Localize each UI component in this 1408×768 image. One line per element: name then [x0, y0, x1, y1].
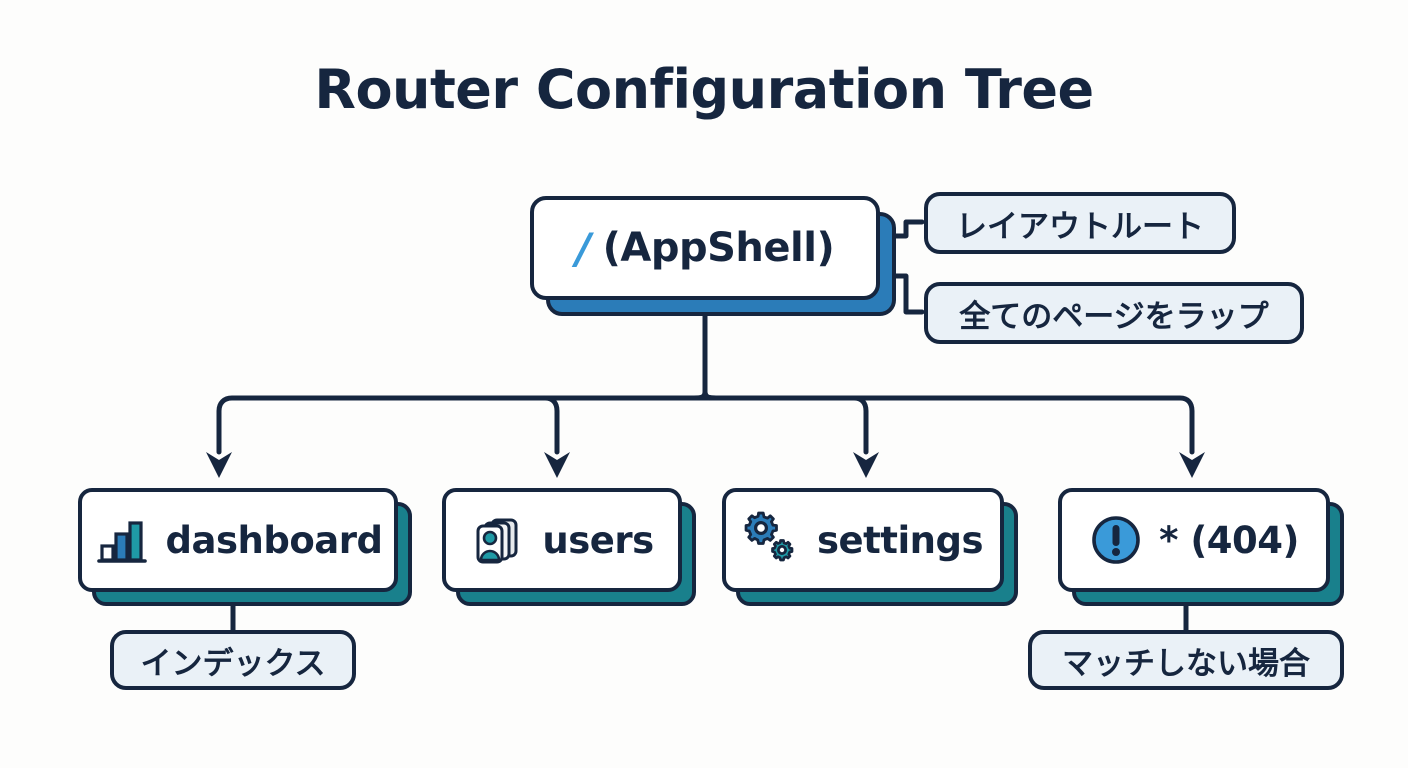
connector-to-404 [702, 389, 1195, 455]
arrowhead-users [544, 452, 570, 478]
note-layout-route-label: レイアウトルート [956, 208, 1204, 245]
connector-to-users [542, 389, 715, 455]
child-node-settings[interactable]: settings [722, 488, 1004, 592]
child-node-dashboard[interactable]: dashboard [78, 488, 398, 592]
note-layout-route: レイアウトルート [924, 192, 1236, 254]
note-wraps-all-pages: 全てのページをラップ [924, 282, 1304, 344]
dashboard-node-label: dashboard [165, 518, 383, 562]
connector-to-dashboard [216, 389, 708, 455]
arrowhead-404 [1179, 452, 1205, 478]
connector-to-settings [702, 389, 869, 455]
arrowhead-settings [853, 452, 879, 478]
users-cards-icon [476, 518, 518, 564]
settings-node-label: settings [816, 518, 984, 562]
slash-icon: / [575, 223, 591, 273]
note-no-match-label: マッチしない場合 [1062, 645, 1310, 682]
arrowheads [206, 452, 1205, 478]
note-no-match: マッチしない場合 [1028, 630, 1344, 690]
child-node-notfound[interactable]: * (404) [1058, 488, 1330, 592]
root-node-label: (AppShell) [602, 225, 835, 271]
note-index: インデックス [110, 630, 356, 690]
arrowhead-dashboard [206, 452, 232, 478]
note-wraps-all-pages-label: 全てのページをラップ [959, 298, 1269, 335]
page-title: Router Configuration Tree [314, 58, 1094, 121]
exclamation-circle-icon [1092, 516, 1140, 564]
note-index-label: インデックス [140, 645, 326, 682]
users-node-label: users [542, 518, 654, 562]
notfound-node-label: * (404) [1159, 518, 1299, 562]
root-node-appshell[interactable]: / (AppShell) [530, 196, 880, 300]
child-node-users[interactable]: users [442, 488, 682, 592]
gears-icon [744, 511, 794, 562]
bar-chart-icon [96, 521, 147, 563]
